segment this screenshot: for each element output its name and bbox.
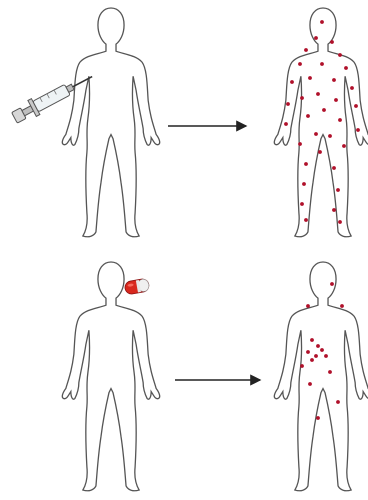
drug-dot (316, 344, 320, 348)
drug-dot (310, 358, 314, 362)
capsule-icon (124, 278, 150, 295)
drug-dot (284, 122, 288, 126)
syringe-icon (10, 69, 96, 126)
drug-dot (338, 118, 342, 122)
drug-dot (342, 144, 346, 148)
drug-dot (330, 40, 334, 44)
drug-dot (340, 304, 344, 308)
drug-dot (330, 282, 334, 286)
drug-dot (328, 370, 332, 374)
drug-dot (344, 66, 348, 70)
body-outline-injection-after (274, 8, 368, 237)
drug-dot (328, 134, 332, 138)
drug-dot (308, 76, 312, 80)
drug-dot (302, 182, 306, 186)
drug-dot (336, 400, 340, 404)
drug-dot (338, 53, 342, 57)
drug-dot (314, 36, 318, 40)
drug-dot (354, 104, 358, 108)
drug-dot (336, 188, 340, 192)
drug-dot (320, 62, 324, 66)
drug-dot (306, 114, 310, 118)
drug-dot (304, 48, 308, 52)
drug-dot (304, 218, 308, 222)
drug-dot (306, 350, 310, 354)
drug-dot (332, 166, 336, 170)
drug-dot (332, 208, 336, 212)
drug-dot (286, 102, 290, 106)
body-outline-oral-after (274, 262, 368, 491)
drug-dot (300, 96, 304, 100)
body-outline-oral-before (62, 262, 159, 491)
drug-dot (314, 132, 318, 136)
drug-dot (320, 348, 324, 352)
drug-dot (306, 304, 310, 308)
drug-dot (316, 416, 320, 420)
drug-dot (332, 78, 336, 82)
drug-dot (308, 382, 312, 386)
drug-dot (324, 354, 328, 358)
drug-dot (298, 142, 302, 146)
panel-injection (10, 8, 368, 237)
drug-dot (298, 62, 302, 66)
drug-dot (320, 20, 324, 24)
drug-dot (310, 338, 314, 342)
drug-dot (334, 98, 338, 102)
body-outline-injection-before (62, 8, 159, 237)
drug-dot (314, 354, 318, 358)
drug-dot (300, 364, 304, 368)
drug-dot (322, 108, 326, 112)
drug-dot (356, 128, 360, 132)
drug-dots-localized (300, 282, 344, 420)
drug-dot (350, 86, 354, 90)
drug-dot (338, 220, 342, 224)
drug-dot (300, 202, 304, 206)
panel-oral (62, 262, 368, 491)
drug-dot (304, 162, 308, 166)
drug-dot (290, 80, 294, 84)
drug-dot (316, 92, 320, 96)
drug-dot (318, 150, 322, 154)
